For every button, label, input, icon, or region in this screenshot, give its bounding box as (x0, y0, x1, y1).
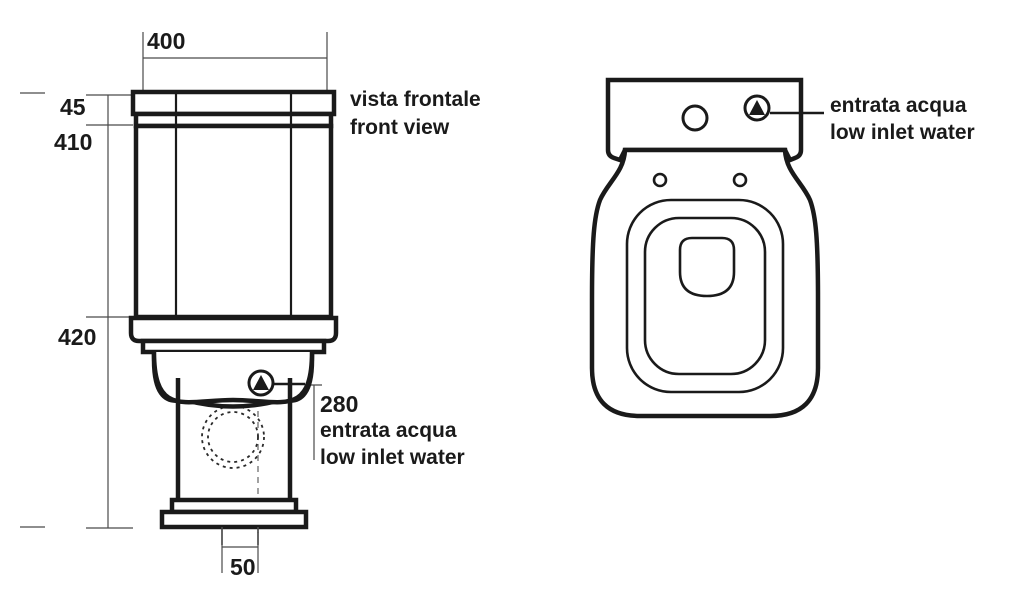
front-view-outlet-stem (221, 527, 259, 545)
front-inlet-label-en: low inlet water (320, 446, 465, 469)
dim-label-45: 45 (60, 94, 86, 120)
front-view-inlet-marker (247, 369, 275, 397)
top-view-cistern-holes (681, 94, 771, 132)
front-view-base (159, 497, 309, 530)
top-view-rim-outlines (625, 198, 785, 394)
top-inlet-label-it: entrata acqua (830, 94, 967, 117)
trap-circle-inner (207, 411, 259, 463)
top-view-bowl-outline (589, 147, 821, 419)
dim-label-400: 400 (147, 28, 185, 54)
dim-label-410: 410 (54, 129, 92, 155)
bowl-rim-top (128, 315, 339, 344)
leader-lines (273, 111, 824, 386)
dim-label-50: 50 (230, 554, 256, 580)
front-view-cistern (130, 89, 337, 320)
bowl-rim-step (140, 338, 327, 355)
trap-circle-outer (201, 405, 265, 469)
bowl-rim-outer (625, 198, 785, 394)
seat-bolt-hole-right (732, 172, 748, 188)
seat-bolt-hole-left (652, 172, 668, 188)
front-view-label-en: front view (350, 116, 450, 139)
cistern-lid (130, 89, 337, 117)
triangle-up-icon (253, 375, 269, 390)
dim-label-420: 420 (58, 324, 96, 350)
top-view-bowl (589, 147, 821, 419)
front-view-pedestal (175, 378, 293, 500)
hidden-trap-circles (201, 405, 265, 469)
water-spot-outline (678, 236, 736, 298)
front-inlet-label-it: entrata acqua (320, 419, 457, 442)
top-inlet-label-en: low inlet water (830, 121, 975, 144)
dim-label-280: 280 (320, 391, 358, 417)
front-view-bowl-rim (128, 315, 339, 355)
triangle-up-icon (749, 100, 765, 115)
cistern-body (133, 123, 334, 320)
top-view-water-spot (678, 236, 736, 298)
front-view-label-it: vista frontale (350, 88, 481, 111)
bowl-rim-inner (643, 216, 767, 376)
top-view-seat-holes (652, 172, 748, 188)
flush-button-hole (681, 104, 709, 132)
base-step-lower (159, 509, 309, 530)
